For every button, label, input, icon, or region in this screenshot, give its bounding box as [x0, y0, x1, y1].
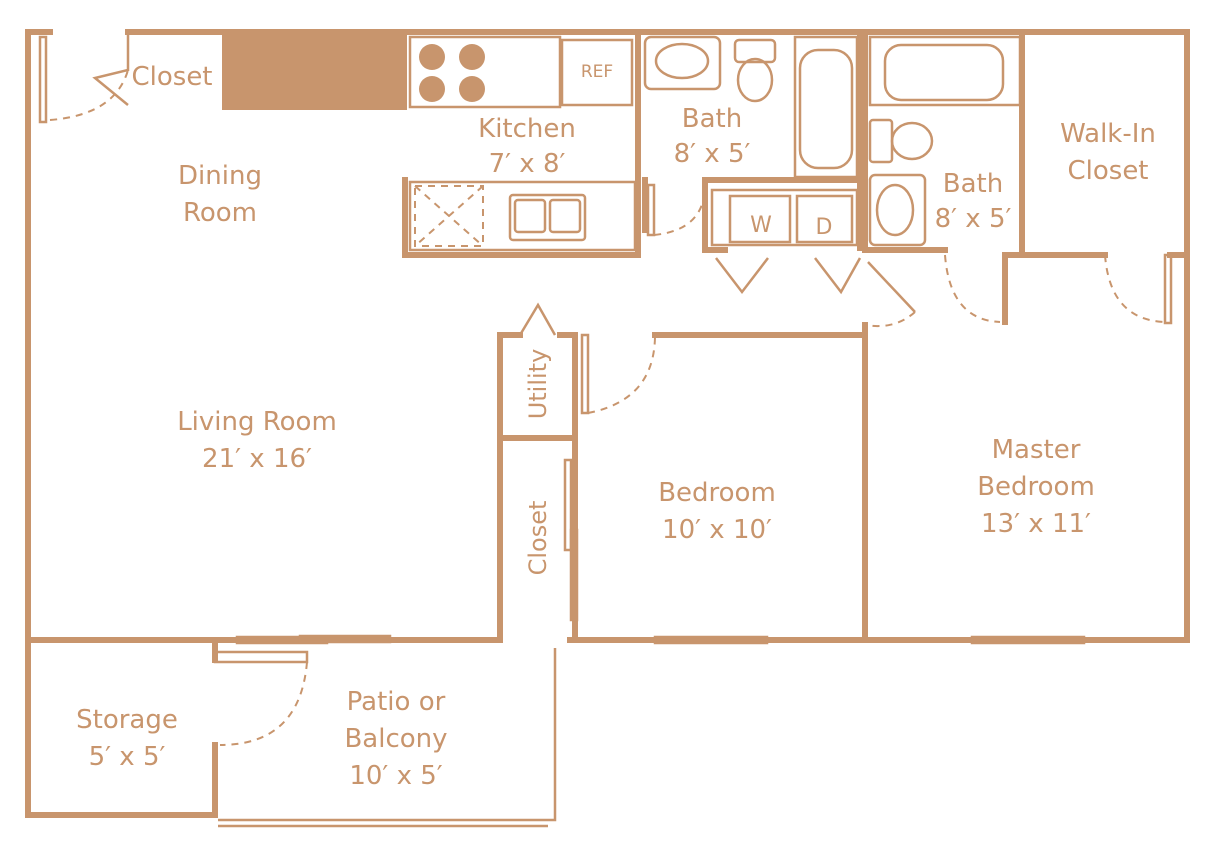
utility-label: Utility: [524, 349, 552, 420]
living-name: Living Room: [177, 407, 337, 437]
patio-size: 10′ x 5′: [349, 761, 442, 791]
bath2-size: 8′ x 5′: [935, 204, 1012, 234]
bathtub-icon: [793, 35, 859, 179]
laundry: W D: [710, 188, 859, 247]
storage-size: 5′ x 5′: [89, 742, 166, 772]
refrigerator: [560, 38, 634, 107]
walkin-line1: Walk-In: [1060, 119, 1156, 149]
kitchen-sink: [508, 193, 587, 242]
sink-icon: [868, 173, 927, 247]
door-swings: [49, 35, 1173, 746]
patio-line2: Balcony: [344, 724, 447, 754]
master-size: 13′ x 11′: [981, 509, 1091, 539]
ref-label: REF: [581, 62, 613, 82]
toilet-icon: [868, 118, 934, 164]
dryer-icon: [795, 194, 854, 244]
bath2-name: Bath: [943, 169, 1003, 199]
lower-counter: [408, 180, 637, 252]
toilet-icon: [733, 38, 777, 103]
master-line1: Master: [992, 435, 1081, 465]
sink-icon: [643, 35, 722, 91]
washer-icon: [728, 194, 792, 244]
walkin-line2: Closet: [1067, 156, 1148, 186]
closet-mid-label: Closet: [524, 501, 552, 576]
bathtub-icon: [868, 35, 1022, 107]
stove: [408, 35, 562, 109]
bedroom-size: 10′ x 10′: [662, 515, 772, 545]
closet-top-label: Closet: [131, 62, 212, 92]
burner-icon: [419, 44, 485, 102]
master-line2: Bedroom: [977, 472, 1095, 502]
bath1-name: Bath: [682, 104, 742, 134]
bath1-size: 8′ x 5′: [674, 139, 751, 169]
bedroom-name: Bedroom: [658, 478, 776, 508]
kitchen-fixtures: REF: [222, 32, 637, 252]
dining-line2: Room: [183, 198, 257, 228]
dining-line1: Dining: [178, 161, 262, 191]
storage-name: Storage: [76, 705, 178, 735]
kitchen-size: 7′ x 8′: [489, 149, 566, 179]
walls: [25, 29, 1190, 818]
living-size: 21′ x 16′: [202, 444, 312, 474]
kitchen-counter: [222, 32, 407, 110]
patio-line1: Patio or: [347, 687, 446, 717]
windows-and-railings: [38, 35, 1086, 828]
dishwasher: [414, 185, 484, 247]
washer-label: W: [750, 213, 772, 238]
kitchen-name: Kitchen: [478, 114, 576, 144]
bath-fixtures: [643, 35, 1022, 247]
dryer-label: D: [816, 215, 833, 240]
